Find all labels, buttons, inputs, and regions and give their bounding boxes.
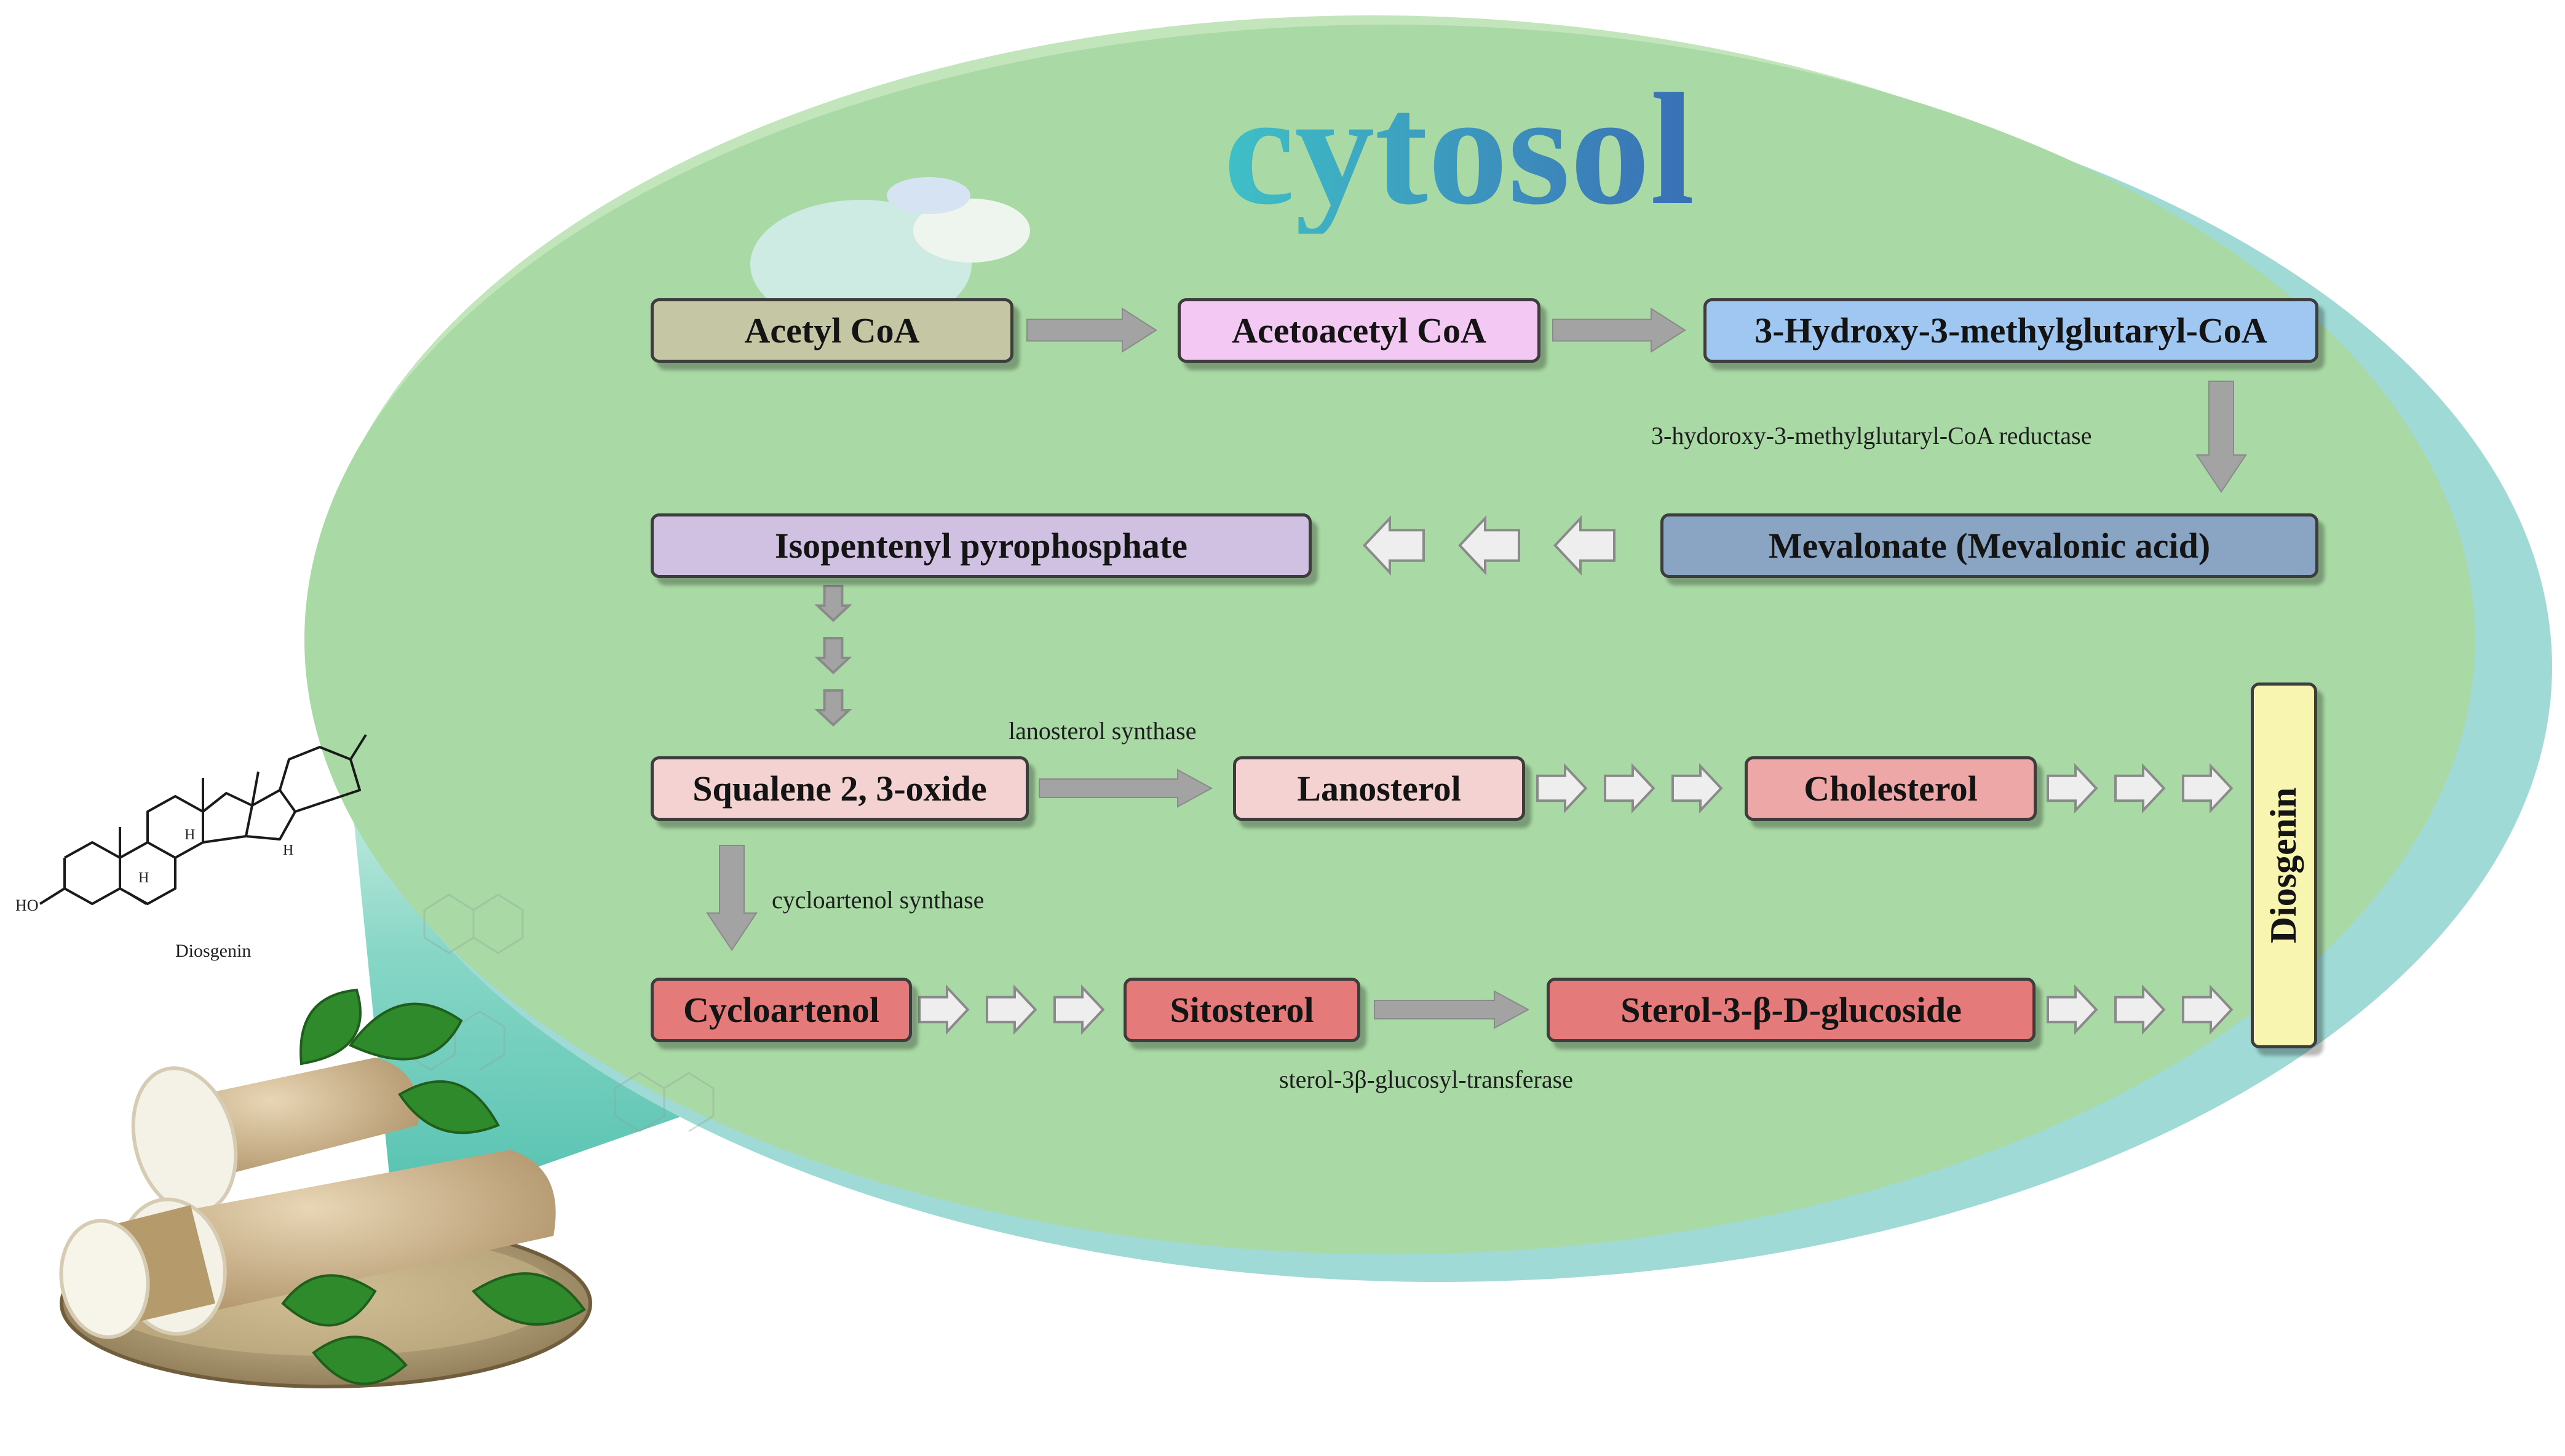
- node-mevalonate: Mevalonate (Mevalonic acid): [1660, 513, 2318, 578]
- node-diosgenin-label: Diosgenin: [2263, 787, 2304, 944]
- node-diosgenin: Diosgenin: [2251, 682, 2317, 1048]
- arrow-squalene-to-lanosterol: [1039, 769, 1213, 808]
- cytosol-title: cytosol: [1224, 74, 1694, 234]
- chevron-chol-dios-2: [2114, 762, 2166, 814]
- hydroxyl-label: HO: [15, 896, 39, 914]
- chevron-ipp-squalene-3: [814, 689, 852, 727]
- vesicle-white: [913, 199, 1030, 263]
- yam-leaves: [281, 988, 586, 1385]
- chevron-cyclo-sito-3: [1053, 984, 1105, 1035]
- arrow-squalene-to-cycloartenol: [706, 845, 758, 951]
- chevron-chol-dios-1: [2047, 762, 2098, 814]
- node-cycloartenol: Cycloartenol: [651, 978, 912, 1042]
- hydrogen-label-2: H: [184, 827, 196, 843]
- node-cholesterol: Cholesterol: [1745, 756, 2037, 821]
- chevron-cyclo-sito-2: [986, 984, 1037, 1035]
- node-sitosterol: Sitosterol: [1124, 978, 1360, 1042]
- arrow-acetoacetyl-to-hmg: [1552, 307, 1686, 353]
- chevron-gluc-dios-2: [2114, 984, 2166, 1035]
- chevron-mev-ipp-1: [1553, 515, 1616, 576]
- arrow-sitosterol-to-glucoside: [1374, 990, 1530, 1029]
- vesicle-blue: [887, 177, 970, 214]
- cytosol-title-text: cytosol: [1224, 74, 1694, 234]
- diosgenin-structure-label: Diosgenin: [175, 941, 252, 961]
- node-squalene-oxide: Squalene 2, 3-oxide: [651, 756, 1029, 821]
- enzyme-lanosterol-synthase: lanosterol synthase: [1009, 717, 1197, 745]
- node-acetyl-coa: Acetyl CoA: [651, 298, 1013, 363]
- chevron-gluc-dios-3: [2182, 984, 2234, 1035]
- node-sterol-glucoside: Sterol-3-β-D-glucoside: [1547, 978, 2036, 1042]
- chevron-gluc-dios-1: [2047, 984, 2098, 1035]
- yam-tubers: [59, 1058, 556, 1339]
- chevron-ipp-squalene-2: [814, 637, 852, 675]
- arrow-hmg-to-mevalonate: [2195, 381, 2247, 493]
- enzyme-cycloartenol-synthase: cycloartenol synthase: [772, 886, 985, 914]
- hydrogen-label-3: H: [283, 842, 294, 858]
- chevron-cyclo-sito-1: [918, 984, 970, 1035]
- chevron-lano-chol-3: [1671, 762, 1723, 814]
- enzyme-hmgr: 3-hydoroxy-3-methylglutaryl-CoA reductas…: [1651, 422, 2092, 449]
- chevron-ipp-squalene-1: [814, 585, 852, 622]
- node-lanosterol: Lanosterol: [1233, 756, 1525, 821]
- chevron-lano-chol-1: [1536, 762, 1588, 814]
- reaction-arrows: [706, 307, 2247, 1035]
- chevron-mev-ipp-2: [1458, 515, 1520, 576]
- chevron-chol-dios-3: [2182, 762, 2234, 814]
- chevron-mev-ipp-3: [1363, 515, 1425, 576]
- arrow-acetyl-to-acetoacetyl: [1026, 307, 1157, 353]
- diosgenin-structure-image: [39, 734, 367, 905]
- hydrogen-label-1: H: [138, 870, 149, 886]
- node-hmg-coa: 3-Hydroxy-3-methylglutaryl-CoA: [1703, 298, 2318, 363]
- yam-plate-image: [59, 988, 592, 1388]
- node-isopentenyl-pyrophosphate: Isopentenyl pyrophosphate: [651, 513, 1312, 578]
- node-acetoacetyl-coa: Acetoacetyl CoA: [1178, 298, 1540, 363]
- enzyme-glucosyltransferase: sterol-3β-glucosyl-transferase: [1279, 1066, 1573, 1093]
- chevron-lano-chol-2: [1604, 762, 1655, 814]
